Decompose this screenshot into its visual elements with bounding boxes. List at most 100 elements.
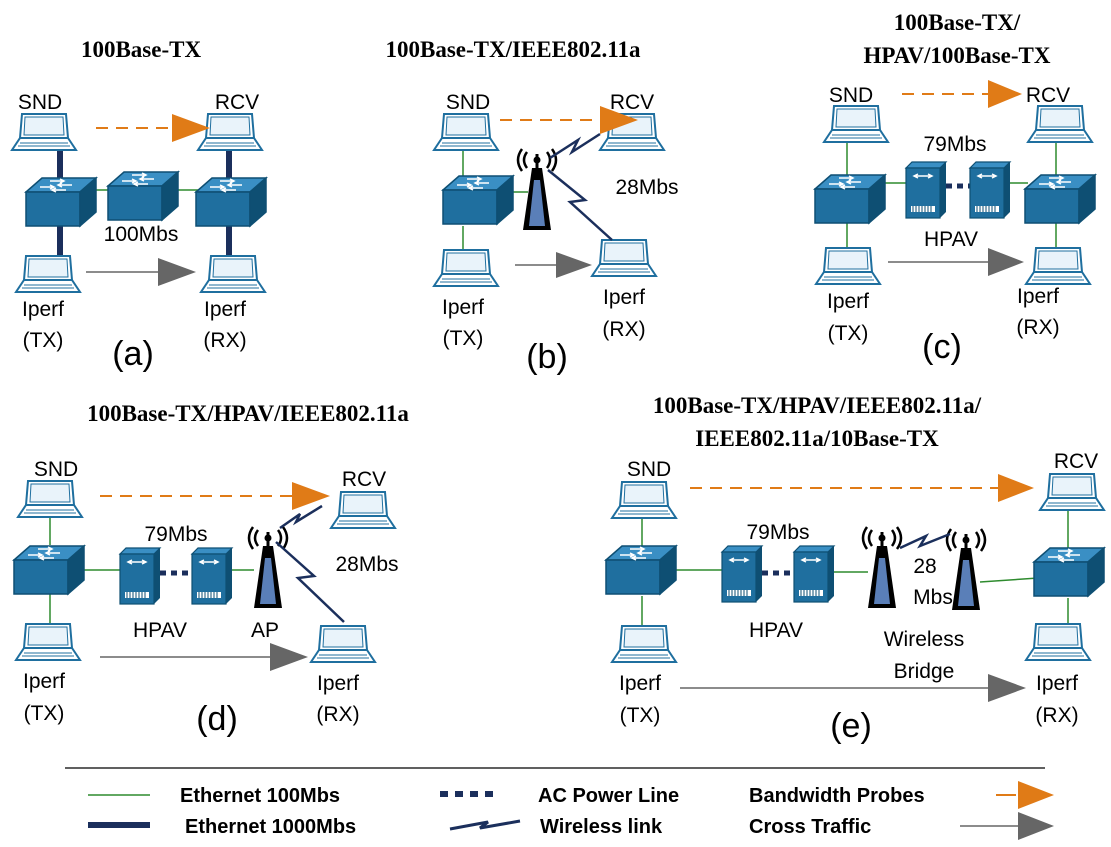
snd-laptop-icon — [433, 113, 499, 151]
diagram-letter: (d) — [196, 700, 238, 738]
hpav-label: HPAV — [749, 619, 803, 642]
switch-icon — [195, 177, 267, 227]
legend-eth1000: Ethernet 1000Mbs — [185, 816, 356, 838]
switch-icon — [814, 174, 886, 224]
rcv-laptop-icon — [330, 491, 396, 529]
iperf-rx-label: Iperf — [603, 286, 645, 309]
snd-label: SND — [18, 91, 62, 114]
diagram-letter: (c) — [922, 328, 962, 366]
wireless-bridge-label: Wireless — [884, 628, 965, 651]
diagram-c-title: 100Base-TX/ — [894, 10, 1021, 35]
plc-speed-label: 79Mbs — [746, 521, 809, 544]
access-point-antenna-icon — [247, 525, 289, 610]
iperf-rx-laptop-icon — [310, 625, 376, 663]
iperf-tx-label: (TX) — [443, 327, 484, 350]
iperf-rx-label: Iperf — [1036, 672, 1078, 695]
switch-icon — [1033, 547, 1105, 597]
bridge-antenna-icon — [861, 525, 903, 610]
rcv-label: RCV — [342, 468, 386, 491]
rcv-label: RCV — [610, 91, 654, 114]
diagram-a-title: 100Base-TX — [81, 37, 202, 62]
hpav-adapter-icon — [969, 161, 1011, 219]
hpav-label: HPAV — [924, 228, 978, 251]
access-point-antenna-icon — [516, 147, 558, 232]
wireless-link-icon — [275, 541, 345, 623]
legend-plc: AC Power Line — [538, 785, 679, 807]
iperf-rx-label: Iperf — [317, 672, 359, 695]
iperf-tx-label: (TX) — [23, 329, 64, 352]
link-speed-label: 79Mbs — [923, 133, 986, 156]
iperf-rx-label: (RX) — [1016, 316, 1059, 339]
wireless-link-icon — [899, 532, 951, 550]
diagram-e-title: IEEE802.11a/10Base-TX — [695, 426, 939, 451]
snd-label: SND — [829, 84, 873, 107]
snd-label: SND — [34, 458, 78, 481]
iperf-tx-laptop-icon — [15, 255, 81, 293]
iperf-tx-laptop-icon — [433, 249, 499, 287]
iperf-rx-label: (RX) — [1035, 704, 1078, 727]
wifi-speed-label: 28Mbs — [335, 553, 398, 576]
link-speed-label: 100Mbs — [104, 223, 179, 246]
diagram-b: 100Base-TX/IEEE802.11a SND RCV 28Mbs Ipe… — [386, 37, 679, 376]
snd-laptop-icon — [611, 481, 677, 519]
switch-icon — [107, 171, 179, 221]
switch-icon — [442, 175, 514, 225]
iperf-tx-label: Iperf — [22, 298, 64, 321]
wireless-link-swatch — [449, 819, 521, 831]
iperf-rx-laptop-icon — [1025, 247, 1091, 285]
snd-laptop-icon — [823, 105, 889, 143]
switch-icon — [1024, 174, 1096, 224]
switch-icon — [13, 545, 85, 595]
iperf-rx-label: (RX) — [602, 318, 645, 341]
rcv-laptop-icon — [1027, 105, 1093, 143]
iperf-rx-laptop-icon — [200, 255, 266, 293]
iperf-tx-label: Iperf — [827, 290, 869, 313]
hpav-adapter-icon — [905, 161, 947, 219]
diagram-letter: (a) — [112, 335, 154, 373]
wifi-speed-label: 28 — [913, 555, 936, 578]
diagram-letter: (b) — [526, 338, 568, 376]
diagram-e-title: 100Base-TX/HPAV/IEEE802.11a/ — [653, 393, 982, 418]
iperf-rx-laptop-icon — [591, 239, 657, 277]
hpav-adapter-icon — [119, 547, 161, 605]
rcv-laptop-icon — [1039, 473, 1105, 511]
hpav-adapter-icon — [721, 545, 763, 603]
iperf-rx-label: (RX) — [316, 703, 359, 726]
iperf-tx-label: Iperf — [619, 672, 661, 695]
snd-laptop-icon — [17, 480, 83, 518]
legend-cross: Cross Traffic — [749, 816, 871, 838]
wireless-link-icon — [279, 504, 323, 530]
plc-speed-label: 79Mbs — [144, 523, 207, 546]
hpav-adapter-icon — [191, 547, 233, 605]
rcv-laptop-icon — [197, 113, 263, 151]
iperf-tx-label: (TX) — [24, 702, 65, 725]
legend-probes: Bandwidth Probes — [749, 785, 925, 807]
iperf-tx-laptop-icon — [815, 247, 881, 285]
iperf-tx-laptop-icon — [611, 625, 677, 663]
iperf-rx-label: Iperf — [204, 298, 246, 321]
snd-label: SND — [627, 458, 671, 481]
iperf-tx-label: Iperf — [23, 670, 65, 693]
iperf-rx-laptop-icon — [1025, 623, 1091, 661]
switch-icon — [25, 177, 97, 227]
rcv-label: RCV — [1026, 84, 1070, 107]
diagram-e: 100Base-TX/HPAV/IEEE802.11a/ IEEE802.11a… — [605, 393, 1105, 745]
iperf-rx-label: (RX) — [203, 329, 246, 352]
wireless-bridge-label: Bridge — [894, 660, 955, 683]
iperf-rx-label: Iperf — [1017, 285, 1059, 308]
snd-label: SND — [446, 91, 490, 114]
rcv-label: RCV — [1054, 450, 1098, 473]
diagram-b-title: 100Base-TX/IEEE802.11a — [386, 37, 641, 62]
diagram-d: 100Base-TX/HPAV/IEEE802.11a SND RCV 79Mb… — [13, 401, 409, 738]
hpav-adapter-icon — [793, 545, 835, 603]
wireless-link-icon — [549, 132, 601, 160]
legend-wireless: Wireless link — [540, 816, 663, 838]
link-speed-label: 28Mbs — [615, 176, 678, 199]
diagram-d-title: 100Base-TX/HPAV/IEEE802.11a — [87, 401, 409, 426]
iperf-tx-label: (TX) — [620, 704, 661, 727]
hpav-label: HPAV — [133, 619, 187, 642]
wireless-link-icon — [547, 169, 613, 241]
diagram-a: 100Base-TX SND RCV 100Mbs Iperf (TX) Ipe… — [11, 37, 267, 373]
diagram-letter: (e) — [830, 707, 872, 745]
